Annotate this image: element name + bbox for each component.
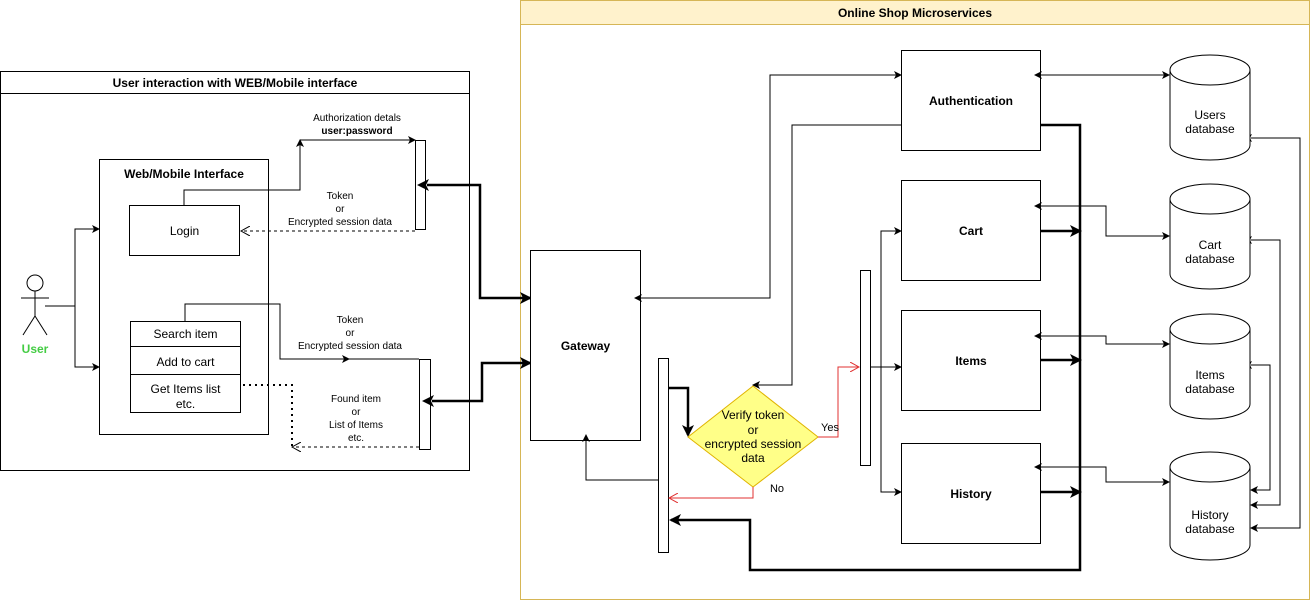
login-label: Login xyxy=(170,224,199,238)
token-top-line3: Encrypted session data xyxy=(288,217,392,228)
items-history-db-link xyxy=(1244,361,1271,494)
actions-menu: Search item Add to cart Get Items list e… xyxy=(130,321,241,413)
menu-etc: etc. xyxy=(176,397,195,411)
items-db-line2: database xyxy=(1185,382,1235,396)
items-service-box[interactable]: Items xyxy=(901,310,1041,411)
lower-bar-gateway-connector xyxy=(422,357,532,407)
items-list-dotted-connector xyxy=(243,384,293,447)
found-item-line3: List of Items xyxy=(329,420,383,431)
user-to-actions-connector xyxy=(74,306,100,371)
users-history-db-link xyxy=(1244,134,1301,532)
items-items-db-connector xyxy=(1034,332,1170,348)
auth-details-label: Authorization detals xyxy=(313,113,401,124)
items-label: Items xyxy=(955,354,987,368)
gateway-label: Gateway xyxy=(561,339,611,353)
history-db-line2: database xyxy=(1185,522,1235,536)
right-panel-title: Online Shop Microservices xyxy=(838,6,992,20)
interface-title: Web/Mobile Interface xyxy=(124,167,244,181)
gateway-auth-connector xyxy=(634,71,902,302)
gateway-router-connector xyxy=(582,434,659,481)
token-top-line2: or xyxy=(336,204,346,215)
login-button[interactable]: Login xyxy=(129,205,240,256)
decision-line3: encrypted session xyxy=(705,437,802,451)
auth-decision-connector xyxy=(752,124,901,389)
cart-database-icon[interactable]: Cart database xyxy=(1169,183,1251,290)
token-mid-line3: Encrypted session data xyxy=(298,341,402,352)
gateway-box[interactable]: Gateway xyxy=(530,250,641,441)
yes-path-connector xyxy=(818,367,859,438)
cart-cart-db-connector xyxy=(1034,202,1170,240)
token-mid-line1: Token xyxy=(337,315,364,326)
users-database-icon[interactable]: Users database xyxy=(1169,54,1251,161)
cart-history-db-link xyxy=(1244,236,1281,509)
cart-db-line1: Cart xyxy=(1199,238,1222,252)
services-bar xyxy=(860,270,871,466)
menu-get-items-list[interactable]: Get Items list xyxy=(150,382,221,396)
found-item-line4: etc. xyxy=(348,433,364,444)
users-db-line2: database xyxy=(1185,122,1235,136)
authentication-label: Authentication xyxy=(929,94,1013,108)
history-service-box[interactable]: History xyxy=(901,443,1041,544)
cart-label: Cart xyxy=(959,224,983,238)
left-panel-title: User interaction with WEB/Mobile interfa… xyxy=(113,76,358,90)
cart-service-box[interactable]: Cart xyxy=(901,180,1041,281)
cart-db-line2: database xyxy=(1185,252,1235,266)
no-path-connector xyxy=(669,487,754,498)
user-actor-icon xyxy=(21,274,49,336)
items-db-line1: Items xyxy=(1195,368,1224,382)
found-item-line2: or xyxy=(352,407,362,418)
login-to-auth-connector xyxy=(183,139,304,205)
router-decision-connector xyxy=(669,386,694,437)
bar-to-cart-connector xyxy=(880,227,902,367)
token-top-line1: Token xyxy=(327,191,354,202)
menu-add-to-cart[interactable]: Add to cart xyxy=(156,355,215,369)
history-database-icon[interactable]: History database xyxy=(1169,451,1251,561)
actions-to-bar-connector xyxy=(184,303,350,363)
history-label: History xyxy=(950,487,992,501)
authentication-service-box[interactable]: Authentication xyxy=(901,50,1041,151)
token-mid-line2: or xyxy=(346,328,356,339)
no-label: No xyxy=(770,483,784,495)
menu-search-item[interactable]: Search item xyxy=(153,327,217,341)
verify-token-decision: Verify token or encrypted session data xyxy=(687,385,819,488)
decision-line1: Verify token xyxy=(722,408,785,422)
decision-line4: data xyxy=(741,451,765,465)
history-history-db-connector xyxy=(1034,463,1170,486)
found-item-line1: Found item xyxy=(331,394,381,405)
lower-channel-bar xyxy=(419,359,431,450)
decision-line2: or xyxy=(748,423,759,437)
user-label: User xyxy=(22,342,49,356)
router-bar xyxy=(658,358,669,553)
users-db-line1: Users xyxy=(1194,108,1225,122)
response-bus-connector xyxy=(669,123,1082,572)
items-database-icon[interactable]: Items database xyxy=(1169,313,1251,420)
upper-bar-gateway-connector xyxy=(417,179,532,304)
bar-to-history-connector xyxy=(880,367,902,496)
user-to-login-connector xyxy=(45,225,100,307)
history-db-line1: History xyxy=(1191,508,1228,522)
auth-credentials-label: user:password xyxy=(321,126,392,137)
yes-label: Yes xyxy=(821,422,839,434)
upper-channel-bar xyxy=(415,140,426,230)
